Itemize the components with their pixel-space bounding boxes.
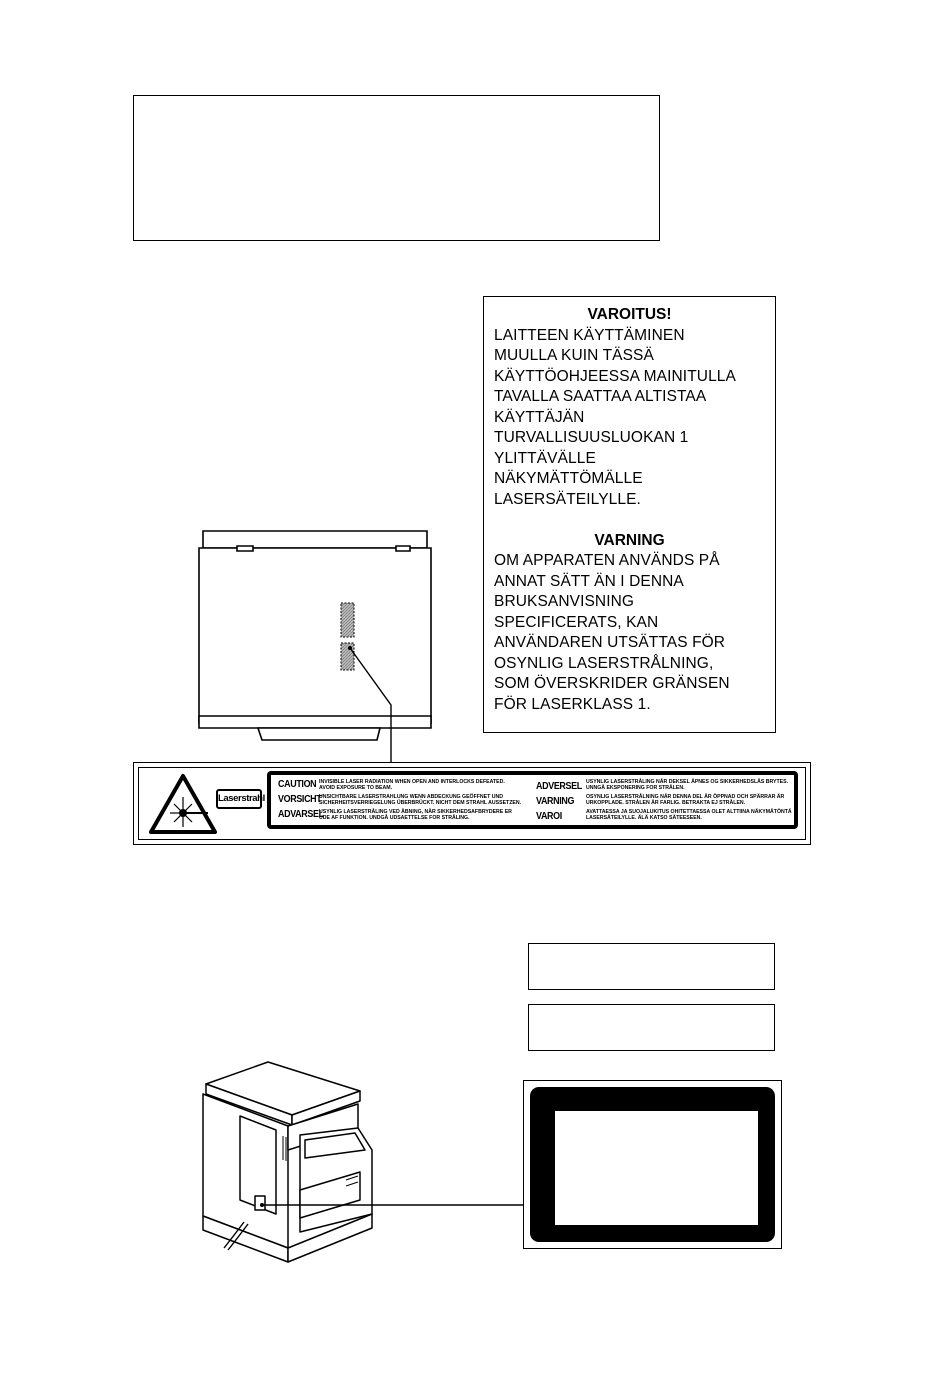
rear-label-inner-blank xyxy=(555,1111,758,1225)
warning-text-line: AVOID EXPOSURE TO BEAM. xyxy=(319,785,393,791)
warning-text-line: USYNLIG LASERSTRÅLING VED ÅBNING, NÅR SI… xyxy=(319,809,512,815)
warning-text-line: OSYNLIG LASERSTRÅLNING NÄR DENNA DEL ÄR … xyxy=(586,794,785,800)
finnish-warning-line: LAITTEEN KÄYTTÄMINEN xyxy=(494,326,685,344)
finnish-warning-line: KÄYTTÄJÄN xyxy=(494,408,585,426)
swedish-warning-line: SOM ÖVERSKRIDER GRÄNSEN xyxy=(494,675,730,692)
finnish-warning-line: TAVALLA SAATTAA ALTISTAA xyxy=(494,388,707,405)
warning-text-line: UNSICHTBARE LASERSTRAHLUNG WENN ABDECKUN… xyxy=(319,794,503,800)
empty-label-box-1 xyxy=(528,943,775,990)
warning-text: INVISIBLE LASER RADIATION WHEN OPEN AND … xyxy=(319,779,505,791)
warning-text-line: USYNLIG LASERSTRÅLING NÅR DEKSEL ÅPNES O… xyxy=(586,779,789,785)
warning-word: ADVARSEL xyxy=(278,808,324,820)
warning-text-line: LASERSÄTEILYLLE. ÄLÄ KATSO SÄTEESEEN. xyxy=(586,815,702,821)
warning-text: AVATTAESSA JA SUOJALUKITUS OHITETTAESSA … xyxy=(586,809,792,821)
warning-text-line: URKOPPLADE. STRÅLEN ÄR FARLIG. BETRAKTA … xyxy=(586,800,746,806)
empty-label-box-2 xyxy=(528,1004,775,1051)
warning-word: ADVERSEL xyxy=(536,780,582,792)
warning-text: USYNLIG LASERSTRÅLING NÅR DEKSEL ÅPNES O… xyxy=(586,779,788,791)
swedish-warning-line: BRUKSANVISNING xyxy=(494,593,635,610)
warning-text: UNSICHTBARE LASERSTRAHLUNG WENN ABDECKUN… xyxy=(319,794,521,806)
warning-text-line: SICHERHEITSVERRIEGELUNG ÜBERBRÜCKT. NICH… xyxy=(319,800,522,806)
warning-text-line: AVATTAESSA JA SUOJALUKITUS OHITETTAESSA … xyxy=(586,809,792,815)
finnish-warning-line: TURVALLISUUSLUOKAN 1 xyxy=(494,429,689,446)
warning-word: CAUTION xyxy=(278,778,317,790)
finnish-warning-line: MUULLA KUIN TÄSSÄ xyxy=(494,347,654,364)
swedish-warning-line: SPECIFICERATS, KAN xyxy=(494,613,659,631)
swedish-warning-line: ANVÄNDAREN UTSÄTTAS FÖR xyxy=(494,634,726,651)
finnish-warning-heading: VAROITUS! xyxy=(587,306,672,323)
finnish-warning-line: LASERSÄTEILYLLE. xyxy=(494,490,641,508)
laser-warning-box: VAROITUS! LAITTEEN KÄYTTÄMINEN MUULLA KU… xyxy=(483,296,776,733)
top-empty-box xyxy=(133,95,660,241)
finnish-warning-line: YLITTÄVÄLLE xyxy=(494,449,596,467)
swedish-warning-line: FÖR LASERKLASS 1. xyxy=(494,695,651,713)
finnish-warning-line: NÄKYMÄTTÖMÄLLE xyxy=(494,470,643,487)
warning-spacer xyxy=(494,510,765,531)
warning-word: VORSICHT xyxy=(278,793,322,805)
swedish-warning-line: OM APPARATEN ANVÄNDS PÅ xyxy=(494,552,720,569)
caution-text-frame: CAUTION INVISIBLE LASER RADIATION WHEN O… xyxy=(267,771,798,829)
swedish-warning-line: OSYNLIG LASERSTRÅLNING, xyxy=(494,654,714,672)
rear-label-black-frame xyxy=(530,1087,775,1242)
warning-text: USYNLIG LASERSTRÅLING VED ÅBNING, NÅR SI… xyxy=(319,809,512,821)
finnish-warning-line: KÄYTTÖOHJEESSA MAINITULLA xyxy=(494,367,736,385)
swedish-warning-heading: VARNING xyxy=(594,531,665,549)
label-inner-border xyxy=(138,767,806,840)
laser-caution-label: Laserstrahl CAUTION INVISIBLE LASER RADI… xyxy=(133,762,811,845)
warning-text-line: UDE AF FUNKTION. UNDGÅ UDSAETTELSE FOR S… xyxy=(319,815,470,821)
laserstrahl-badge: Laserstrahl xyxy=(216,789,265,809)
rear-label-outer xyxy=(523,1080,782,1249)
swedish-warning-line: ANNAT SÄTT ÄN I DENNA xyxy=(494,572,684,590)
warning-text: OSYNLIG LASERSTRÅLNING NÄR DENNA DEL ÄR … xyxy=(586,794,784,806)
warning-text-line: INVISIBLE LASER RADIATION WHEN OPEN AND … xyxy=(319,779,505,785)
warning-text-line: UNNGÅ EKSPONERING FOR STRÅLEN. xyxy=(586,785,685,791)
warning-word: VAROI xyxy=(536,810,562,822)
laser-hazard-icon xyxy=(149,774,217,834)
warning-word: VARNING xyxy=(536,795,575,807)
